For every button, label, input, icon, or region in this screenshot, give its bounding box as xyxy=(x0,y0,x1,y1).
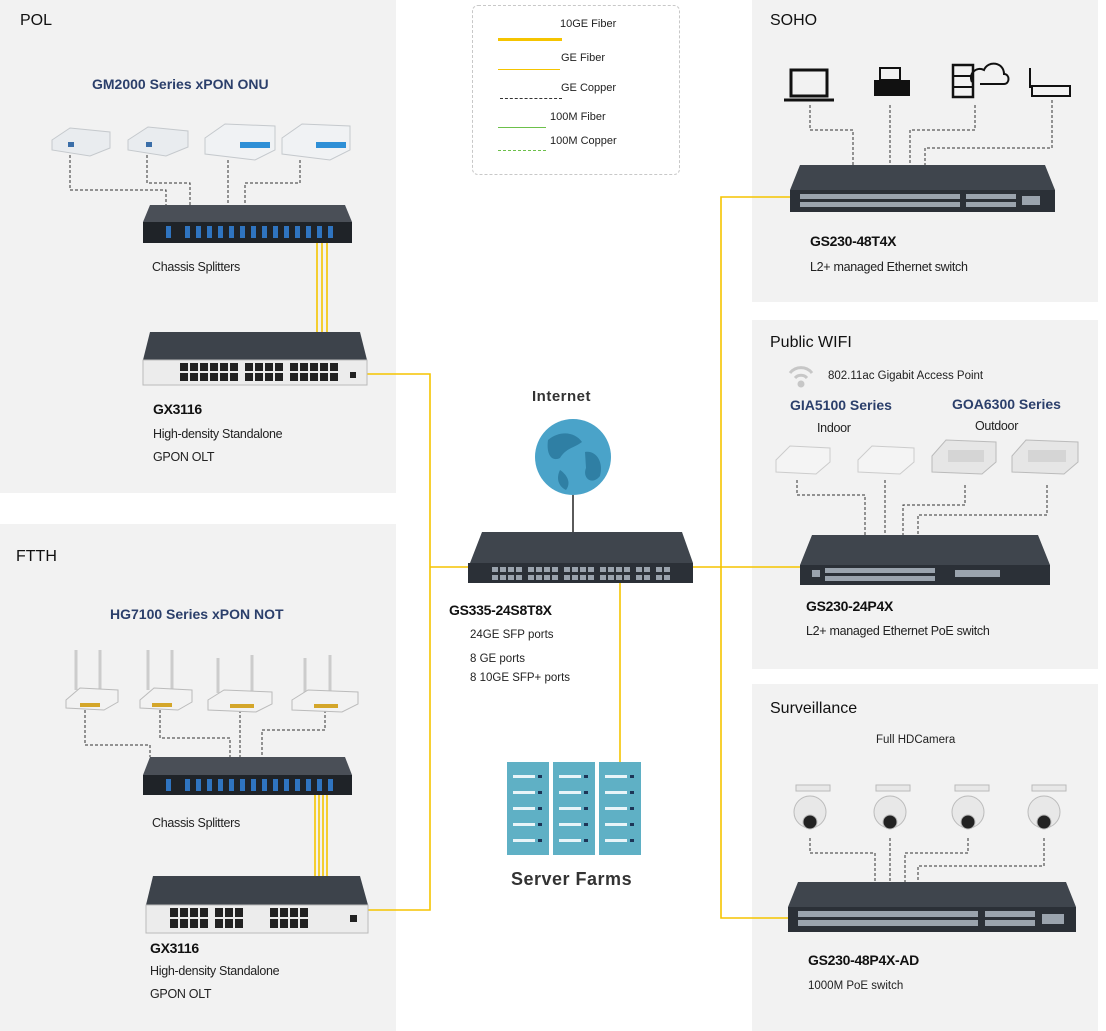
legend-item-10ge-fiber: 10GE Fiber xyxy=(497,18,672,41)
wifi-switch-device xyxy=(800,535,1050,585)
legend-item-ge-copper: GE Copper xyxy=(497,82,672,102)
onu-device xyxy=(127,126,189,157)
soho-switch-model: GS230-48T4X xyxy=(810,233,897,249)
pol-splitter-label: Chassis Splitters xyxy=(152,260,240,274)
surveillance-switch-desc: 1000M PoE switch xyxy=(808,980,904,992)
router-device xyxy=(65,650,119,711)
core-switch-ports-1: 24GE SFP ports xyxy=(470,629,554,641)
ftth-section-title: FTTH xyxy=(16,548,57,565)
router-device xyxy=(207,655,273,713)
ftth-splitter-device xyxy=(143,757,352,795)
soho-switch-desc: L2+ managed Ethernet switch xyxy=(810,260,968,274)
wifi-outdoor-label: Outdoor xyxy=(975,419,1019,433)
soho-switch-device xyxy=(790,165,1055,212)
ftth-olt-desc-2: GPON OLT xyxy=(150,987,212,1001)
printer-icon xyxy=(874,67,910,96)
router-icon xyxy=(1029,68,1071,97)
core-switch-ports-2: 8 GE ports xyxy=(470,653,525,665)
onu-device xyxy=(281,123,351,161)
router-device xyxy=(139,650,193,711)
wifi-switch-desc: L2+ managed Ethernet PoE switch xyxy=(806,624,990,638)
soho-section-title: SOHO xyxy=(770,12,818,29)
access-point-device xyxy=(775,445,831,475)
wifi-section-title: Public WIFI xyxy=(770,334,852,351)
legend-swatch xyxy=(498,127,546,128)
globe-icon xyxy=(535,419,611,495)
pol-panel xyxy=(0,0,396,493)
pol-section-title: POL xyxy=(20,12,53,29)
access-point-device xyxy=(857,445,915,475)
legend-item-ge-fiber: GE Fiber xyxy=(497,52,672,72)
legend-swatch xyxy=(498,150,546,151)
router-device xyxy=(291,655,359,713)
server-farm-icon xyxy=(507,762,641,855)
ftth-router-devices xyxy=(65,650,359,713)
legend-swatch xyxy=(498,69,560,70)
legend-item-100m-copper: 100M Copper xyxy=(497,135,672,155)
core-switch-ports-3: 8 10GE SFP+ ports xyxy=(470,672,571,684)
access-point-device xyxy=(1011,439,1079,475)
access-point-device xyxy=(931,439,997,475)
wifi-switch-model: GS230-24P4X xyxy=(806,598,893,614)
legend-swatch xyxy=(500,98,562,99)
camera-device xyxy=(793,784,831,830)
onu-device xyxy=(51,127,111,157)
laptop-icon xyxy=(784,68,834,102)
surveillance-switch-device xyxy=(788,882,1076,932)
wifi-ap-label: 802.11ac Gigabit Access Point xyxy=(828,370,984,382)
ftth-olt-model: GX3116 xyxy=(150,940,199,956)
legend-label: GE Fiber xyxy=(561,52,606,64)
pol-olt-desc-1: High-density Standalone xyxy=(153,427,283,441)
pol-olt-device xyxy=(142,332,368,386)
camera-device xyxy=(873,784,911,830)
surveillance-camera-label: Full HDCamera xyxy=(876,734,956,746)
legend-label: 100M Copper xyxy=(550,135,617,147)
surveillance-section-title: Surveillance xyxy=(770,700,858,717)
pol-olt-desc-2: GPON OLT xyxy=(153,450,215,464)
ftth-olt-device xyxy=(145,876,369,934)
surveillance-panel xyxy=(752,684,1098,1031)
server-cloud-icon xyxy=(951,62,1010,99)
legend-label: 10GE Fiber xyxy=(560,18,617,30)
ftth-olt-desc-1: High-density Standalone xyxy=(150,964,280,978)
core-switch-model: GS335-24S8T8X xyxy=(449,602,552,618)
camera-device xyxy=(951,784,990,830)
legend: 10GE Fiber GE Fiber GE Copper 100M Fiber… xyxy=(472,5,680,175)
pol-splitter-device xyxy=(143,205,352,243)
legend-item-100m-fiber: 100M Fiber xyxy=(497,111,672,131)
ftth-splitter-label: Chassis Splitters xyxy=(152,816,240,830)
wifi-indoor-label: Indoor xyxy=(817,421,851,435)
core-switch-device xyxy=(468,532,693,583)
legend-label: GE Copper xyxy=(561,82,617,94)
wifi-icon xyxy=(788,366,814,388)
surveillance-switch-model: GS230-48P4X-AD xyxy=(808,952,919,968)
wifi-indoor-series: GIA5100 Series xyxy=(790,397,892,413)
ftth-series-title: HG7100 Series xPON NOT xyxy=(110,606,284,622)
internet-label: Internet xyxy=(532,388,592,405)
legend-swatch xyxy=(498,38,562,41)
camera-devices xyxy=(793,784,1067,830)
pol-series-title: GM2000 Series xPON ONU xyxy=(92,76,269,92)
server-farms-label: Server Farms xyxy=(511,869,633,889)
wifi-outdoor-series: GOA6300 Series xyxy=(952,396,1061,412)
pol-olt-model: GX3116 xyxy=(153,401,202,417)
legend-label: 100M Fiber xyxy=(550,111,606,123)
pol-onu-devices xyxy=(51,123,351,161)
access-point-devices xyxy=(775,439,1079,475)
camera-device xyxy=(1027,784,1067,830)
onu-device xyxy=(204,123,276,161)
